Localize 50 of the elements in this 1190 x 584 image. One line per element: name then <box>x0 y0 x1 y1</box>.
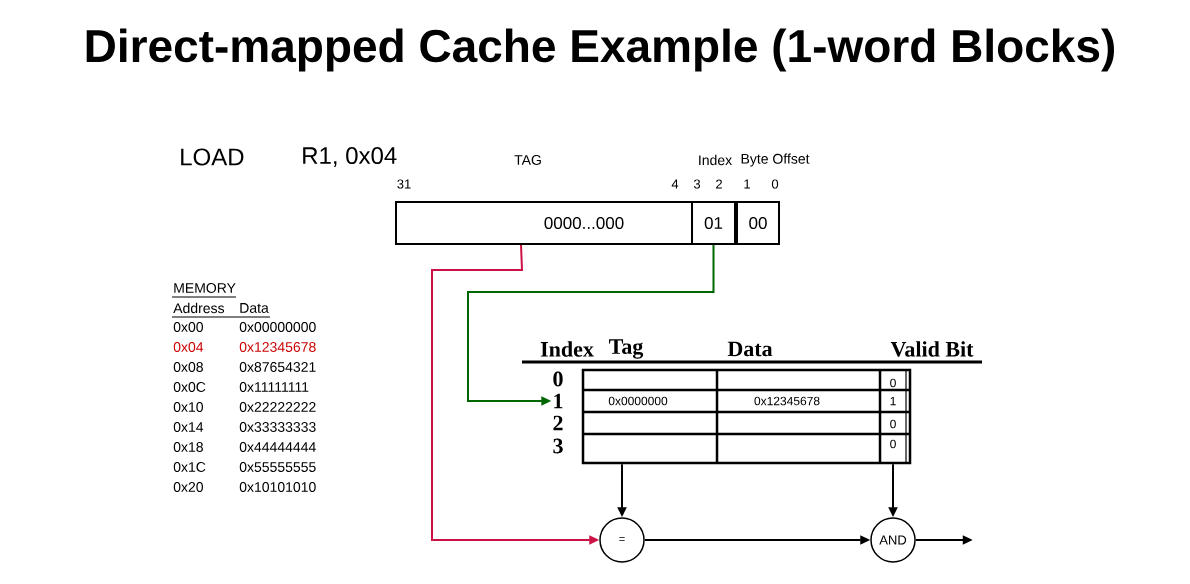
instruction-text: LOAD <box>181 148 244 166</box>
index-field: 01 <box>691 201 736 245</box>
bit-number: 4 <box>671 179 679 189</box>
offset-field: 00 <box>736 201 780 245</box>
table-cell: 0x10101010 <box>239 482 316 492</box>
bit-number: 0 <box>771 179 779 189</box>
table-cell: 0x33333333 <box>239 422 316 432</box>
table-cell: 0x11111111 <box>239 382 309 392</box>
table-cell: 0 <box>890 439 896 449</box>
arrow <box>467 244 715 406</box>
column-header: Data <box>240 303 269 313</box>
column-header: Valid Bit <box>890 341 974 357</box>
table-cell: 0x10 <box>173 402 203 412</box>
instruction-text: R1, 0x04 <box>303 147 397 167</box>
row-number: 0 <box>553 371 563 387</box>
row-number: 3 <box>553 438 563 454</box>
table-cell: 0x22222222 <box>239 402 316 412</box>
table-cell: 0 <box>890 419 896 429</box>
table-cell: 0x14 <box>173 422 204 432</box>
bit-number: 2 <box>716 179 722 189</box>
row-number: 2 <box>553 415 563 431</box>
table-cell: 0x0000000 <box>608 396 668 406</box>
table-cell: 0x08 <box>173 362 203 372</box>
cache-table <box>581 368 912 465</box>
bit-number: 3 <box>693 179 701 189</box>
table-cell: 0x00000000 <box>239 322 316 332</box>
field-label: Byte Offset <box>741 153 810 167</box>
table-cell: 0x44444444 <box>239 442 316 452</box>
tag-field: 0000...000 <box>395 201 693 245</box>
table-cell: 0x00 <box>173 322 203 332</box>
bit-number: 31 <box>397 179 411 189</box>
table-cell: 0x87654321 <box>239 362 316 372</box>
bit-number: 1 <box>744 179 750 189</box>
table-cell: 0x0C <box>173 382 206 392</box>
row-number: 1 <box>554 393 563 409</box>
column-header: Index <box>540 341 594 357</box>
table-cell: 0 <box>890 378 896 388</box>
table-cell: 0x18 <box>173 442 203 452</box>
field-label: TAG <box>514 155 541 165</box>
field-label: Index <box>699 154 732 166</box>
table-cell: 0x20 <box>173 482 203 492</box>
table-cell: 0x12345678 <box>239 342 316 352</box>
table-title: MEMORY <box>174 283 236 293</box>
table-cell: 1 <box>890 396 896 406</box>
table-cell: 0x1C <box>173 462 206 472</box>
title: Direct-mapped Cache Example (1-word Blocks) <box>86 28 1114 72</box>
table-cell: 0x12345678 <box>754 396 820 406</box>
table-cell: 0x04 <box>173 342 204 352</box>
column-header: Address <box>173 302 225 314</box>
table-cell: 0x55555555 <box>239 462 316 472</box>
